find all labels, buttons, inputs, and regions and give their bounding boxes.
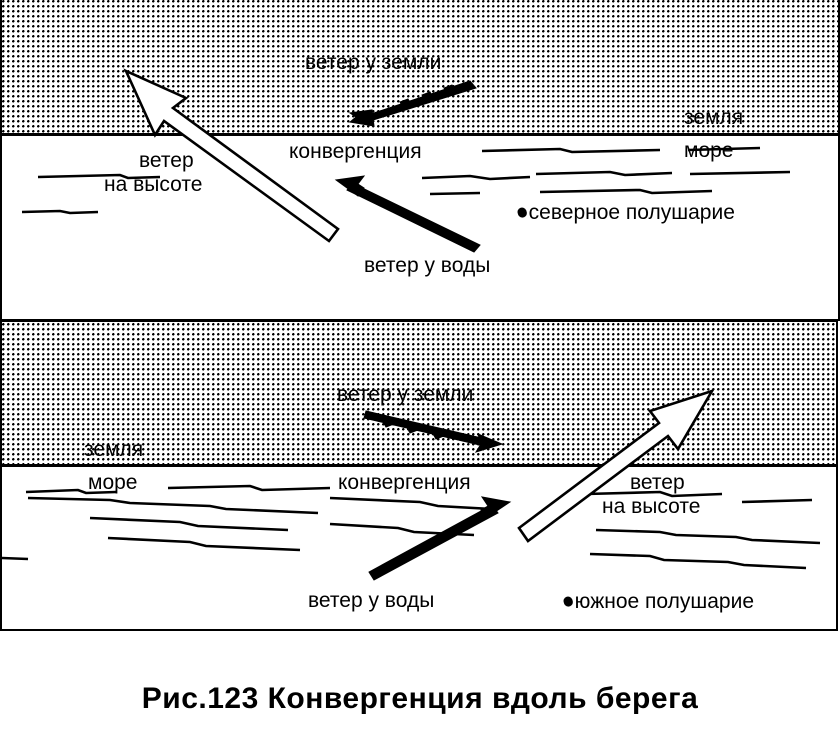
coastline-north: [2, 133, 838, 136]
label-water-wind-south: ветер у воды: [308, 589, 435, 612]
figure-caption: Рис.123 Конвергенция вдоль берега: [141, 682, 699, 715]
label-upper-wind-north-line1: ветер: [139, 149, 194, 172]
label-hemisphere-north: ●северное полушарие: [516, 201, 735, 224]
coastline-south: [2, 464, 838, 467]
panel-frame-south: [0, 320, 838, 631]
label-land-south: земля: [84, 438, 144, 461]
label-hemisphere-south: ●южное полушарие: [562, 590, 754, 613]
label-convergence-north: конвергенция: [289, 140, 422, 163]
label-sea-north: море: [684, 139, 734, 162]
label-upper-wind-south-line1: ветер: [630, 471, 685, 494]
label-convergence-south: конвергенция: [338, 471, 471, 494]
label-land-north: земля: [684, 106, 744, 129]
label-surface-wind-south: ветер у земли: [337, 383, 474, 406]
label-sea-south: море: [88, 471, 138, 494]
label-upper-wind-north-line2: на высоте: [104, 173, 203, 196]
label-water-wind-north: ветер у воды: [364, 254, 491, 277]
label-surface-wind-north: ветер у земли: [305, 51, 442, 74]
label-upper-wind-south-line2: на высоте: [602, 495, 701, 518]
